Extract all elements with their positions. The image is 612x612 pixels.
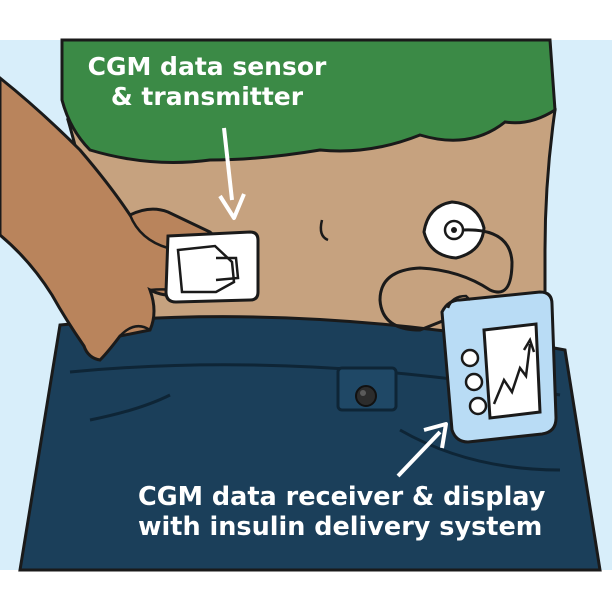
left-pocket-seam bbox=[89, 393, 171, 422]
device-button-1 bbox=[460, 348, 480, 368]
jeans-button-highlight bbox=[360, 390, 366, 396]
device-cap bbox=[446, 294, 471, 309]
cgm-receiver-device bbox=[440, 290, 558, 444]
sensor-label-line-1: CGM data sensor bbox=[87, 52, 327, 81]
infusion-site bbox=[422, 200, 486, 260]
right-pocket-seam bbox=[399, 428, 561, 472]
sensor-transmitter-tab bbox=[215, 256, 240, 282]
infusion-cannula-dot bbox=[451, 227, 457, 233]
insulin-tubing bbox=[378, 228, 514, 332]
sensor-arrow bbox=[218, 127, 246, 220]
receiver-arrow bbox=[396, 422, 448, 478]
receiver-label-line-1: CGM data receiver & display bbox=[138, 482, 546, 512]
jeans-button bbox=[355, 385, 377, 407]
receiver-label: CGM data receiver & display with insulin… bbox=[138, 482, 546, 543]
finger-crease-3 bbox=[119, 324, 151, 337]
device-button-2 bbox=[464, 372, 484, 392]
device-button-3 bbox=[468, 396, 488, 416]
belly-button bbox=[319, 219, 329, 242]
device-screen bbox=[482, 322, 542, 420]
sensor-label-line-2: & transmitter bbox=[110, 81, 304, 111]
glucose-trend-line bbox=[492, 343, 532, 405]
finger-crease-2 bbox=[128, 214, 169, 250]
trend-arrow-head bbox=[522, 337, 536, 353]
cgm-sensor bbox=[164, 230, 260, 304]
green-shirt bbox=[60, 38, 557, 164]
sensor-label: CGM data sensor & transmitter bbox=[82, 52, 332, 111]
receiver-label-line-2: with insulin delivery system bbox=[138, 512, 543, 543]
